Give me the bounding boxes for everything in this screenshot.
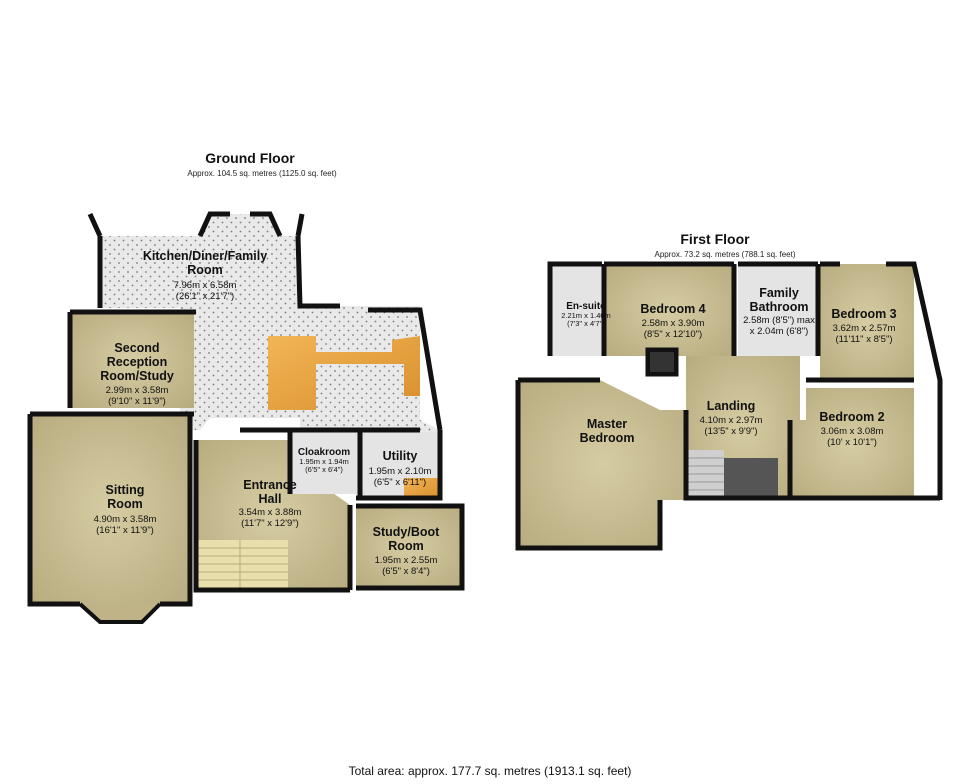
svg-text:Master: Master <box>587 417 627 431</box>
svg-text:(10' x 10'1"): (10' x 10'1") <box>827 437 877 448</box>
svg-text:(11'11" x 8'5"): (11'11" x 8'5") <box>835 334 892 345</box>
svg-text:2.99m x 3.58m: 2.99m x 3.58m <box>106 385 169 396</box>
cloakroom-floor <box>290 432 360 494</box>
sitting-bay-floor <box>80 604 160 622</box>
room-label-bed3: Bedroom 3 3.62m x 2.57m (11'11" x 8'5") <box>831 307 896 345</box>
svg-text:(13'5" x 9'9"): (13'5" x 9'9") <box>704 426 757 437</box>
svg-text:(8'5" x 12'10"): (8'5" x 12'10") <box>644 329 702 340</box>
svg-text:Room: Room <box>388 539 423 553</box>
svg-text:Room: Room <box>187 263 222 277</box>
svg-text:4.90m x 3.58m: 4.90m x 3.58m <box>94 514 157 525</box>
svg-text:3.06m x 3.08m: 3.06m x 3.08m <box>821 426 884 437</box>
room-label-bed4: Bedroom 4 2.58m x 3.90m (8'5" x 12'10") <box>640 302 705 340</box>
duct <box>650 352 674 372</box>
total-area: Total area: approx. 177.7 sq. metres (19… <box>348 764 632 778</box>
svg-text:Bedroom 4: Bedroom 4 <box>640 302 705 316</box>
svg-text:Cloakroom: Cloakroom <box>298 447 350 458</box>
svg-text:(11'7" x 12'9"): (11'7" x 12'9") <box>241 518 299 529</box>
svg-text:Sitting: Sitting <box>106 483 145 497</box>
svg-text:(6'5" x 6'11"): (6'5" x 6'11") <box>374 477 426 488</box>
svg-text:2.21m x 1.40m: 2.21m x 1.40m <box>561 311 611 320</box>
svg-text:Reception: Reception <box>107 355 167 369</box>
svg-text:Hall: Hall <box>259 492 282 506</box>
first-floor-area: Approx. 73.2 sq. metres (788.1 sq. feet) <box>655 250 796 259</box>
study-floor <box>356 506 462 588</box>
svg-text:1.95m x 2.55m: 1.95m x 2.55m <box>375 555 438 566</box>
svg-text:1.95m x 2.10m: 1.95m x 2.10m <box>369 466 432 477</box>
room-label-ensuite: En-suite 2.21m x 1.40m (7'3" x 4'7") <box>561 301 611 328</box>
ensuite-floor <box>550 264 602 356</box>
ground-stairs <box>196 540 288 590</box>
floor-plan: Ground Floor Approx. 104.5 sq. metres (1… <box>27 150 943 624</box>
room-label-bed2: Bedroom 2 3.06m x 3.08m (10' x 10'1") <box>819 410 884 448</box>
room-label-utility: Utility 1.95m x 2.10m (6'5" x 6'11") <box>369 449 432 488</box>
svg-text:Room: Room <box>107 497 142 511</box>
svg-text:Bathroom: Bathroom <box>749 300 808 314</box>
svg-text:Bedroom 2: Bedroom 2 <box>819 410 884 424</box>
ground-floor-plan <box>27 211 465 624</box>
ground-walls <box>27 211 465 607</box>
bed3-floor <box>820 264 914 380</box>
bathroom-floor <box>738 264 818 356</box>
first-floor-stairwell <box>688 450 778 498</box>
room-label-reception: Second Reception Room/Study 2.99m x 3.58… <box>100 341 174 407</box>
first-floor-plan <box>515 261 943 551</box>
svg-text:Family: Family <box>759 286 799 300</box>
bed4-floor <box>604 264 734 356</box>
svg-text:3.54m x 3.88m: 3.54m x 3.88m <box>239 507 302 518</box>
svg-text:4.10m x 2.97m: 4.10m x 2.97m <box>700 415 763 426</box>
svg-text:(16'1" x 11'9"): (16'1" x 11'9") <box>96 525 154 536</box>
room-label-cloakroom: Cloakroom 1.95m x 1.94m (6'5" x 6'4") <box>298 447 350 474</box>
svg-text:(26'1" x 21'7"): (26'1" x 21'7") <box>176 291 234 302</box>
svg-text:(9'10" x 11'9"): (9'10" x 11'9") <box>108 396 166 407</box>
sitting-floor <box>30 414 190 604</box>
utility-worktop <box>404 478 438 498</box>
first-floor-title: First Floor <box>680 231 750 247</box>
svg-text:Bedroom: Bedroom <box>580 431 635 445</box>
room-label-kitchen: Kitchen/Diner/Family Room 7.96m x 6.58m … <box>143 249 267 302</box>
svg-text:(6'5" x 8'4"): (6'5" x 8'4") <box>382 566 430 577</box>
room-label-sitting: Sitting Room 4.90m x 3.58m (16'1" x 11'9… <box>94 483 157 536</box>
svg-text:1.95m x 1.94m: 1.95m x 1.94m <box>299 457 349 466</box>
svg-text:Room/Study: Room/Study <box>100 369 174 383</box>
room-label-bathroom: Family Bathroom 2.58m (8'5") max x 2.04m… <box>743 286 815 337</box>
svg-text:7.96m x 6.58m: 7.96m x 6.58m <box>174 280 237 291</box>
room-label-landing: Landing 4.10m x 2.97m (13'5" x 9'9") <box>700 399 763 437</box>
svg-text:Utility: Utility <box>383 449 418 463</box>
svg-text:Study/Boot: Study/Boot <box>373 525 440 539</box>
svg-text:Bedroom 3: Bedroom 3 <box>831 307 896 321</box>
svg-text:x 2.04m (6'8"): x 2.04m (6'8") <box>750 326 809 337</box>
svg-text:2.58m (8'5") max: 2.58m (8'5") max <box>743 315 815 326</box>
svg-text:Kitchen/Diner/Family: Kitchen/Diner/Family <box>143 249 267 263</box>
svg-text:Second: Second <box>114 341 159 355</box>
master-floor <box>518 380 686 548</box>
svg-text:Entrance: Entrance <box>243 478 297 492</box>
svg-text:3.62m x 2.57m: 3.62m x 2.57m <box>833 323 896 334</box>
kitchen-island <box>268 336 420 410</box>
room-label-master: Master Bedroom <box>580 417 635 445</box>
first-walls <box>515 261 943 551</box>
room-label-study: Study/Boot Room 1.95m x 2.55m (6'5" x 8'… <box>373 525 440 577</box>
svg-text:2.58m x 3.90m: 2.58m x 3.90m <box>642 318 705 329</box>
room-label-hall: Entrance Hall 3.54m x 3.88m (11'7" x 12'… <box>239 478 302 529</box>
svg-text:Landing: Landing <box>707 399 756 413</box>
svg-text:En-suite: En-suite <box>566 301 606 312</box>
sitting-bay-wall <box>78 602 162 624</box>
bed2-floor <box>790 388 914 500</box>
ground-floor-title: Ground Floor <box>205 150 295 166</box>
svg-text:(7'3" x 4'7"): (7'3" x 4'7") <box>567 319 605 328</box>
ground-floor-area: Approx. 104.5 sq. metres (1125.0 sq. fee… <box>187 169 337 178</box>
svg-text:(6'5" x 6'4"): (6'5" x 6'4") <box>305 465 343 474</box>
reception-floor <box>70 312 194 408</box>
